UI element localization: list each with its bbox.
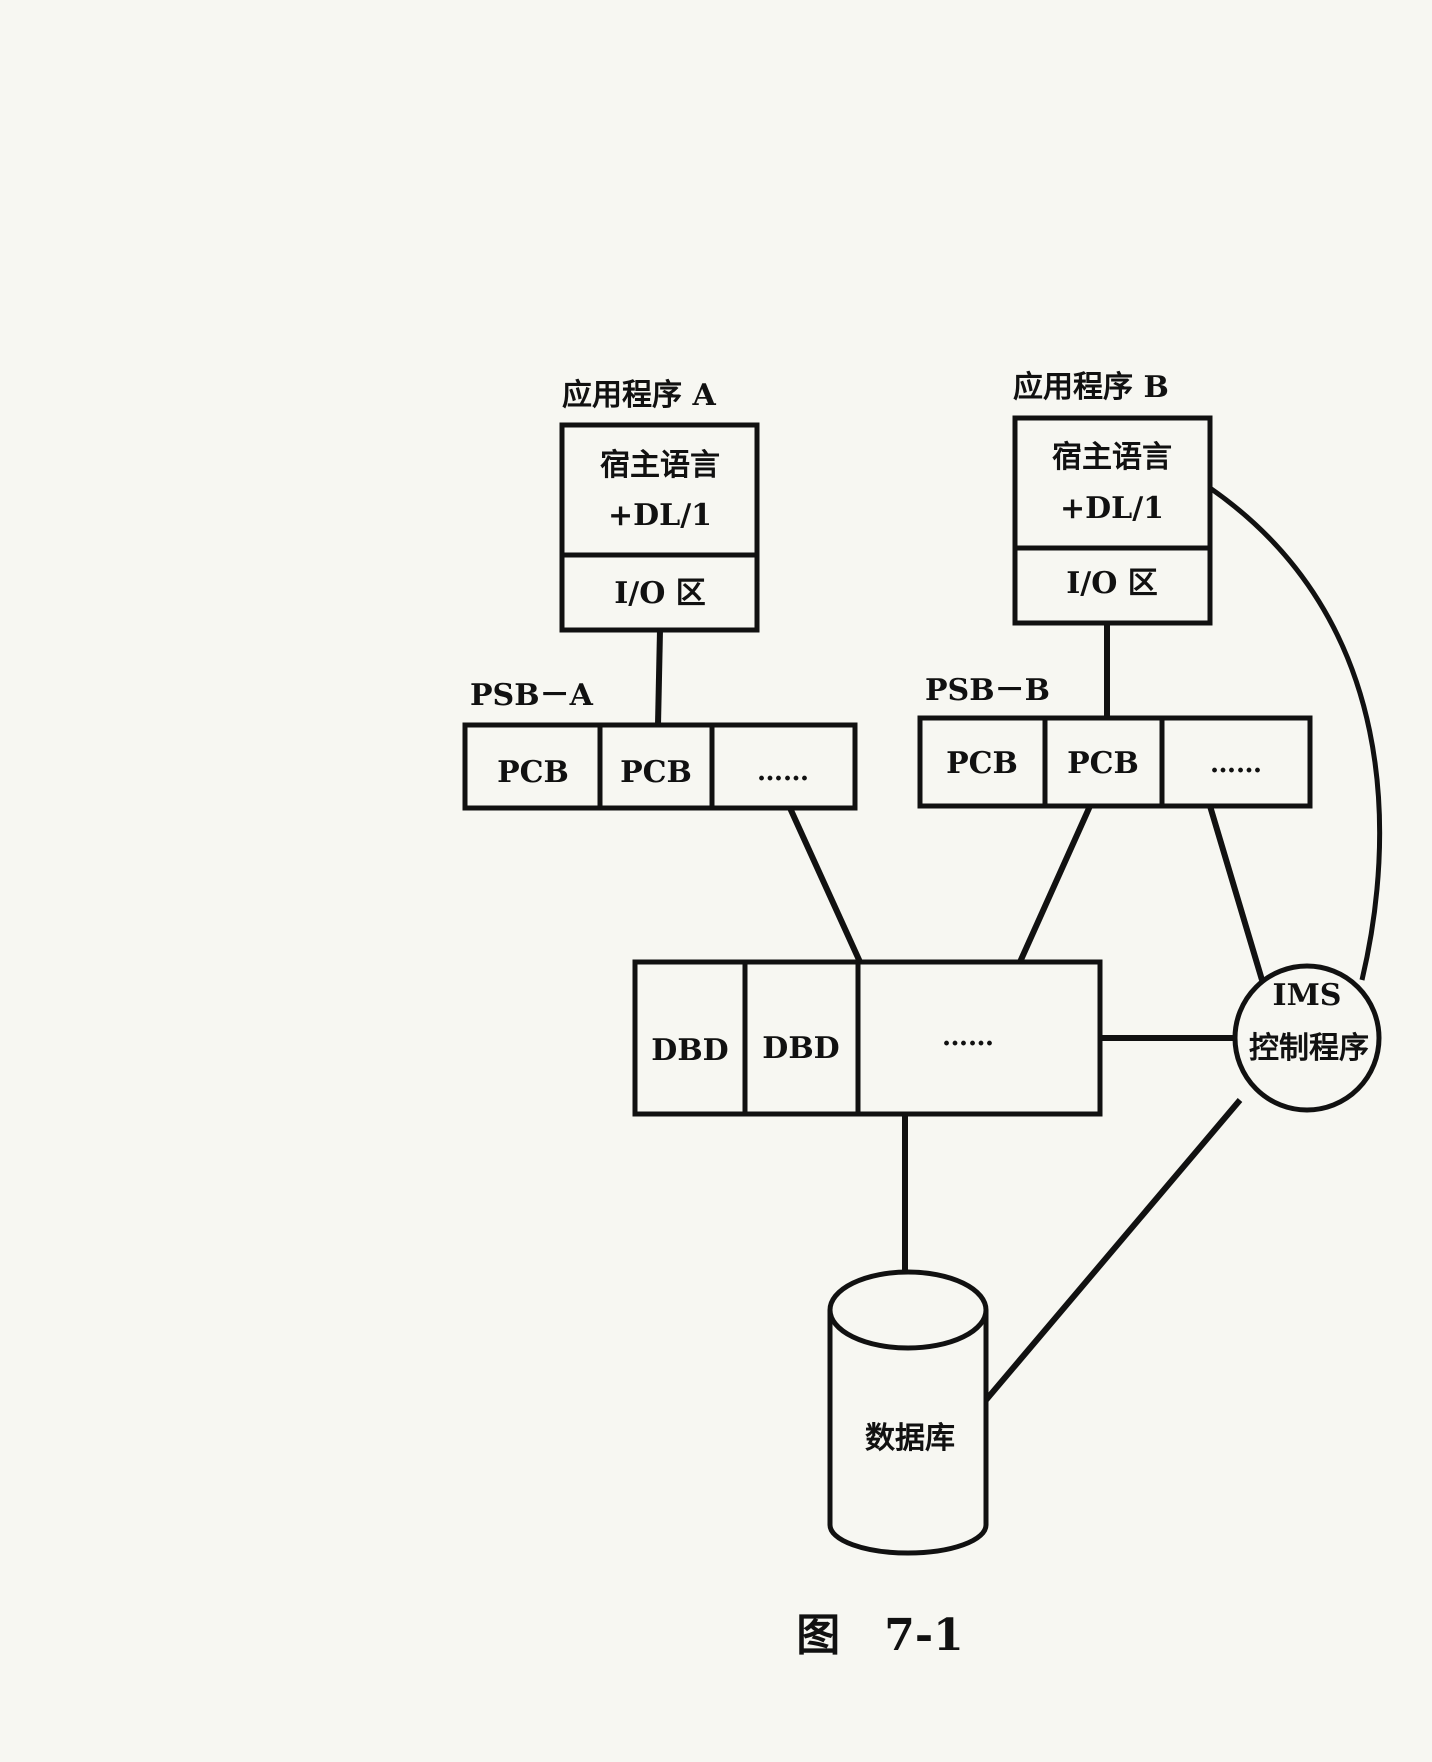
application-b-host-language: 宿主语言 [1052, 440, 1172, 475]
connector-ims-to-database [983, 1098, 1243, 1402]
application-b: 应用程序 B 宿主语言 +DL/1 I/O 区 [1012, 370, 1213, 626]
psb-a-label: PSB－A [470, 678, 594, 713]
database-label: 数据库 [865, 1421, 955, 1456]
ims-control-label: 控制程序 [1249, 1031, 1369, 1066]
application-a: 应用程序 A 宿主语言 +DL/1 I/O 区 [559, 378, 760, 633]
application-b-io-area: I/O 区 [1066, 566, 1158, 601]
connector-psb-b-to-ims [1207, 805, 1265, 981]
application-b-box [1012, 415, 1213, 626]
application-a-title: 应用程序 A [562, 378, 716, 413]
psb-a-ellipsis: …… [757, 757, 809, 787]
application-b-title: 应用程序 B [1013, 370, 1169, 405]
application-b-dl1: +DL/1 [1060, 491, 1164, 526]
psb-b-box [917, 715, 1313, 809]
psb-a-pcb-2: PCB [620, 755, 692, 790]
application-a-io-area: I/O 区 [614, 576, 706, 611]
psb-a: PSB－A PCB PCB …… [462, 678, 858, 811]
dbd-ellipsis: …… [942, 1022, 994, 1052]
connector-app-a-to-psb-a [655, 629, 663, 726]
connector-app-b-to-ims [1208, 485, 1383, 981]
dbd-cell-2: DBD [762, 1031, 839, 1066]
connectors [655, 485, 1383, 1402]
ims-control-program: IMS 控制程序 [1232, 963, 1382, 1113]
connector-psb-b-to-dbd [1017, 804, 1093, 964]
connector-psb-a-to-dbd [787, 806, 863, 964]
psb-b: PSB－B PCB PCB …… [917, 673, 1313, 809]
psb-b-ellipsis: …… [1210, 749, 1262, 779]
database-top [827, 1269, 989, 1351]
application-a-dl1: +DL/1 [608, 498, 712, 533]
database-cylinder: 数据库 [827, 1269, 989, 1556]
dbd-row: DBD DBD …… [632, 959, 1103, 1117]
psb-b-pcb-1: PCB [946, 746, 1018, 781]
ims-label: IMS [1273, 978, 1342, 1013]
database-body [827, 1310, 989, 1556]
psb-b-label: PSB－B [925, 673, 1050, 708]
figure-caption: 图 7-1 [796, 1610, 964, 1661]
psb-b-pcb-2: PCB [1067, 746, 1139, 781]
dbd-cell-1: DBD [651, 1033, 728, 1068]
psb-a-pcb-1: PCB [497, 755, 569, 790]
application-a-host-language: 宿主语言 [600, 448, 720, 483]
